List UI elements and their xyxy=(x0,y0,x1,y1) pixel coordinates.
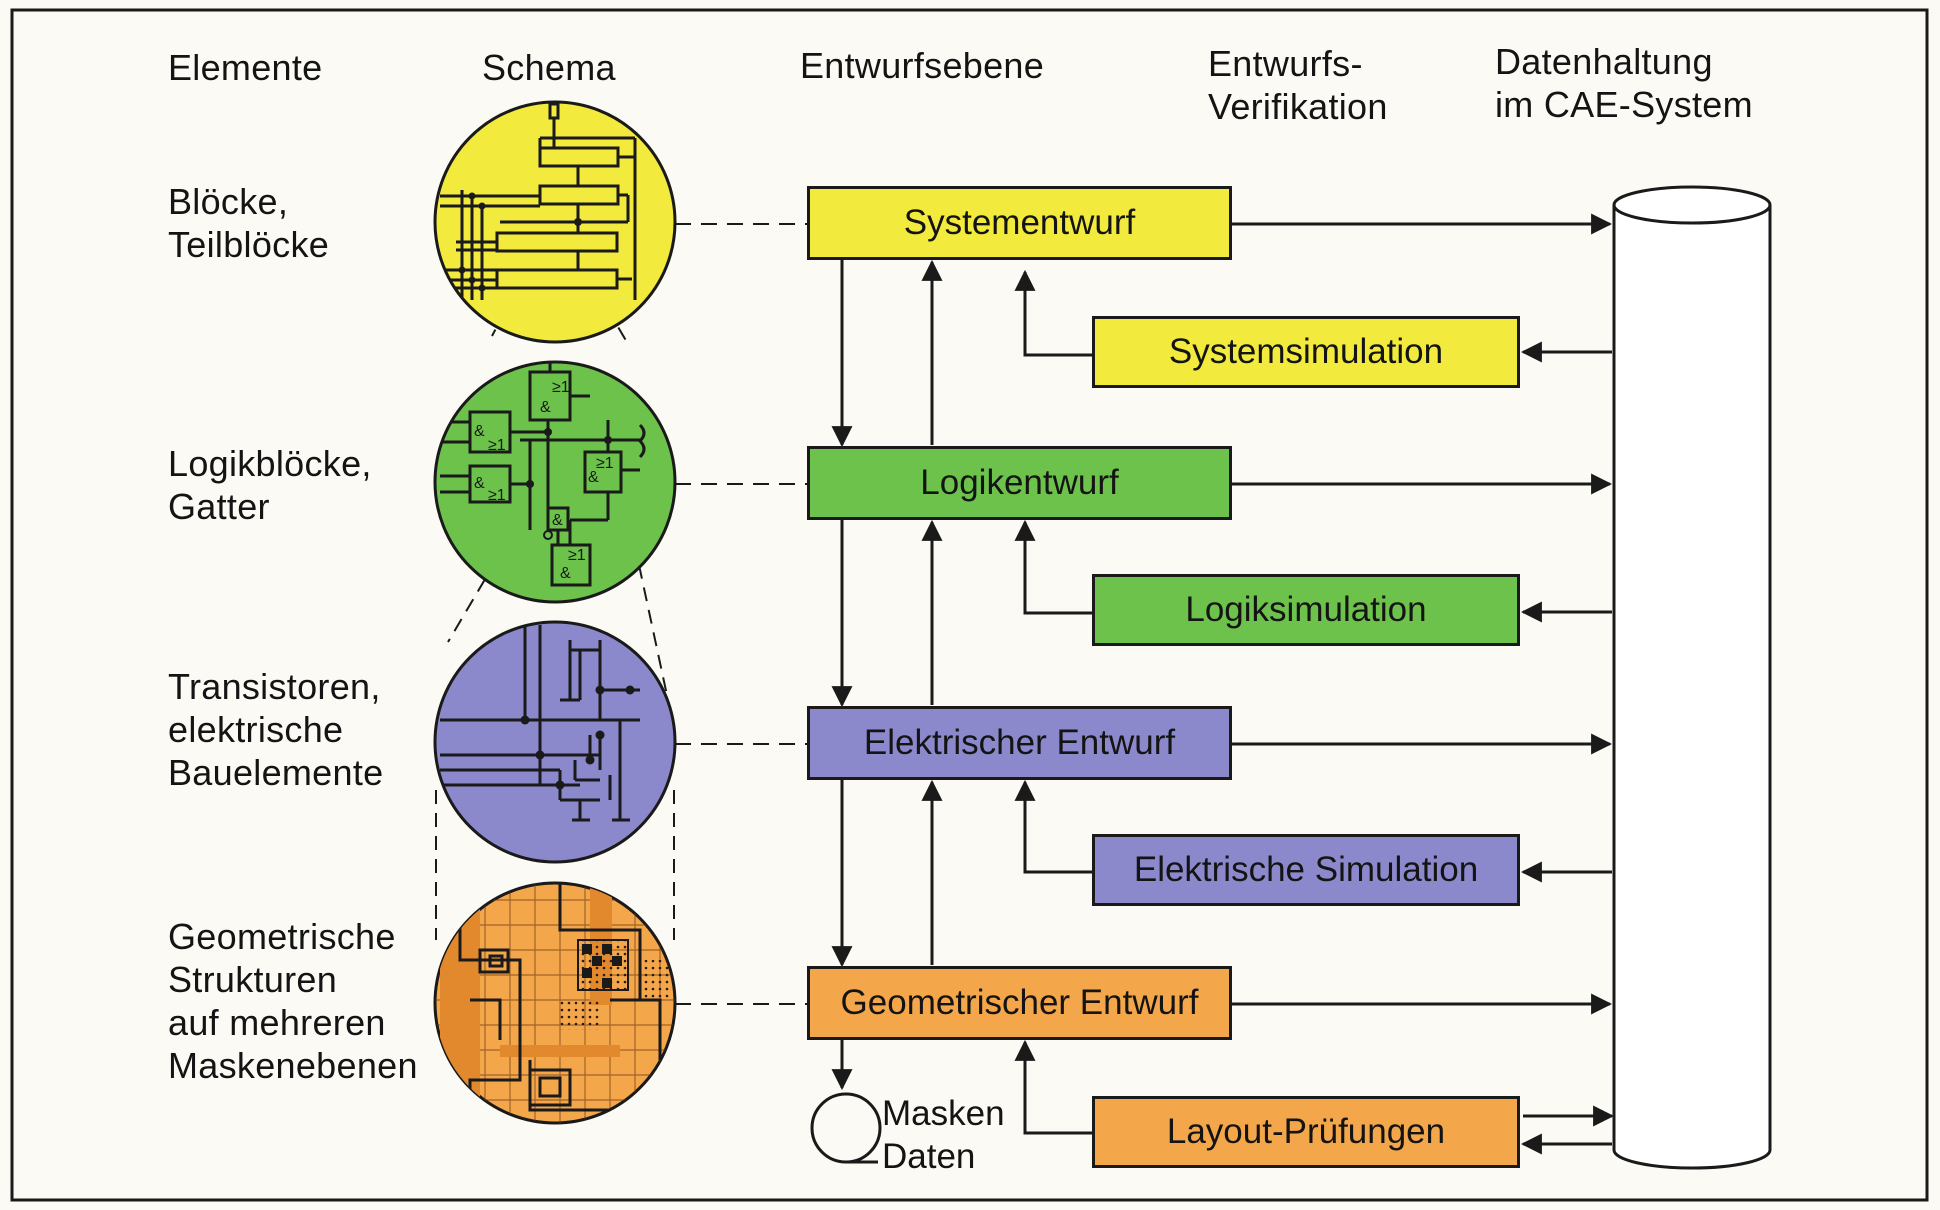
gate-symbol: ≥1 xyxy=(488,487,506,504)
element-label-line: Blöcke, xyxy=(168,181,289,222)
element-label-bloecke: Blöcke, Teilblöcke xyxy=(168,180,329,266)
logic-gate-icon: & ≥1 & ≥1 & ≥1 & ≥1 & ≥1 & xyxy=(433,360,677,604)
element-label-transistoren: Transistoren, elektrische Bauelemente xyxy=(168,665,383,794)
gate-symbol: & xyxy=(540,399,551,416)
header-datenhaltung-line2: im CAE-System xyxy=(1495,84,1753,125)
header-elemente: Elemente xyxy=(168,47,323,88)
mask-data-reel-icon xyxy=(810,1092,882,1164)
database-read-arrows xyxy=(1520,341,1615,1155)
gate-symbol: ≥1 xyxy=(568,547,586,564)
element-label-logik: Logikblöcke, Gatter xyxy=(168,442,372,528)
gate-symbol: & xyxy=(560,565,571,582)
header-verifikation: Entwurfs- Verifikation xyxy=(1208,42,1388,128)
verification-box-elektrische-simulation: Elektrische Simulation xyxy=(1092,834,1520,906)
gate-symbol: & xyxy=(474,475,485,492)
schema-connectors xyxy=(675,223,808,1005)
element-label-geometrie: Geometrische Strukturen auf mehreren Mas… xyxy=(168,915,418,1087)
verification-box-logiksimulation: Logiksimulation xyxy=(1092,574,1520,646)
element-label-line: Bauelemente xyxy=(168,752,384,793)
element-label-line: Teilblöcke xyxy=(168,224,330,265)
design-box-systementwurf: Systementwurf xyxy=(807,186,1232,260)
mask-data-label-line1: Masken xyxy=(882,1094,1005,1133)
block-diagram-icon xyxy=(433,100,677,344)
element-label-line: Strukturen xyxy=(168,959,338,1000)
gate-symbol: & xyxy=(588,469,599,486)
design-box-elektrischer-entwurf: Elektrischer Entwurf xyxy=(807,706,1232,780)
element-label-line: Logikblöcke, xyxy=(168,443,372,484)
gate-symbol: & xyxy=(474,423,485,440)
verification-box-layout-pruefungen: Layout-Prüfungen xyxy=(1092,1096,1520,1168)
cae-database-icon xyxy=(1612,185,1772,1170)
header-verifikation-line2: Verifikation xyxy=(1208,86,1388,127)
element-label-line: Transistoren, xyxy=(168,666,381,707)
header-datenhaltung-line1: Datenhaltung xyxy=(1495,41,1713,82)
gate-symbol: ≥1 xyxy=(596,455,614,472)
header-datenhaltung: Datenhaltung im CAE-System xyxy=(1495,40,1753,126)
mask-data-label-line2: Daten xyxy=(882,1137,976,1176)
element-label-line: elektrische xyxy=(168,709,344,750)
element-label-line: auf mehreren xyxy=(168,1002,386,1043)
verification-box-systemsimulation: Systemsimulation xyxy=(1092,316,1520,388)
database-store-arrows xyxy=(1232,213,1613,1015)
gate-symbol: & xyxy=(552,512,563,529)
element-label-line: Gatter xyxy=(168,486,270,527)
outer-frame xyxy=(10,8,1929,1202)
design-box-geometrischer-entwurf: Geometrischer Entwurf xyxy=(807,966,1232,1040)
mask-layout-icon xyxy=(433,881,677,1125)
element-label-line: Maskenebenen xyxy=(168,1045,418,1086)
gate-symbol: ≥1 xyxy=(552,379,570,396)
header-schema: Schema xyxy=(482,47,616,88)
mask-data-label: Masken Daten xyxy=(882,1092,1005,1178)
design-box-logikentwurf: Logikentwurf xyxy=(807,446,1232,520)
header-entwurfsebene: Entwurfsebene xyxy=(800,45,1045,86)
verification-return-arrows xyxy=(1014,269,1092,1135)
gate-symbol: ≥1 xyxy=(488,437,506,454)
transistor-circuit-icon xyxy=(433,620,677,864)
element-label-line: Geometrische xyxy=(168,916,396,957)
header-verifikation-line1: Entwurfs- xyxy=(1208,43,1363,84)
